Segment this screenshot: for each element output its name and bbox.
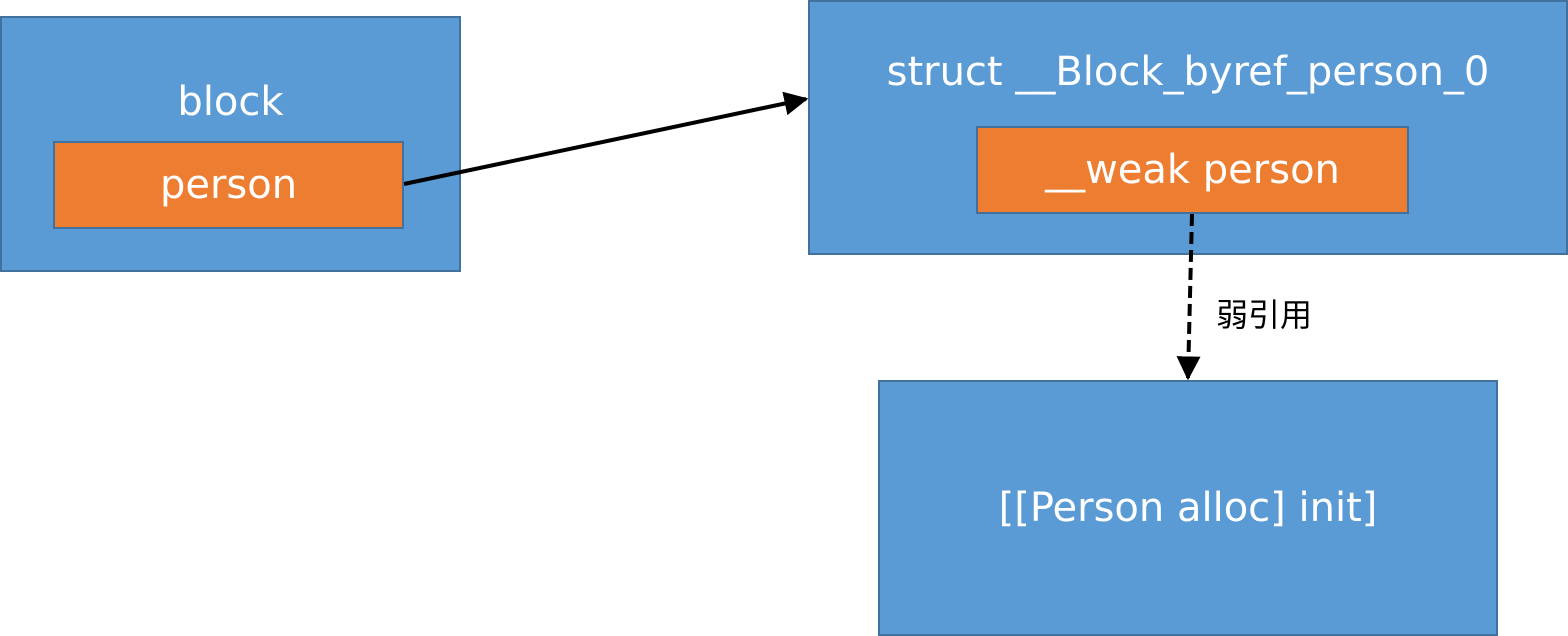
byref-struct-title: struct __Block_byref_person_0	[886, 49, 1490, 95]
weak-reference-label: 弱引用	[1216, 296, 1313, 334]
person-object-label: [[Person alloc] init]	[998, 485, 1378, 531]
weak-person-label: __weak person	[1045, 147, 1340, 193]
weak-person-field: __weak person	[976, 126, 1409, 214]
block-person-label: person	[159, 162, 298, 208]
block-person-field: person	[53, 141, 404, 229]
weak-reference-arrow	[1176, 213, 1201, 381]
person-object-node: [[Person alloc] init]	[878, 380, 1498, 636]
block-title: block	[177, 79, 284, 125]
block-to-struct-arrow	[403, 91, 809, 186]
